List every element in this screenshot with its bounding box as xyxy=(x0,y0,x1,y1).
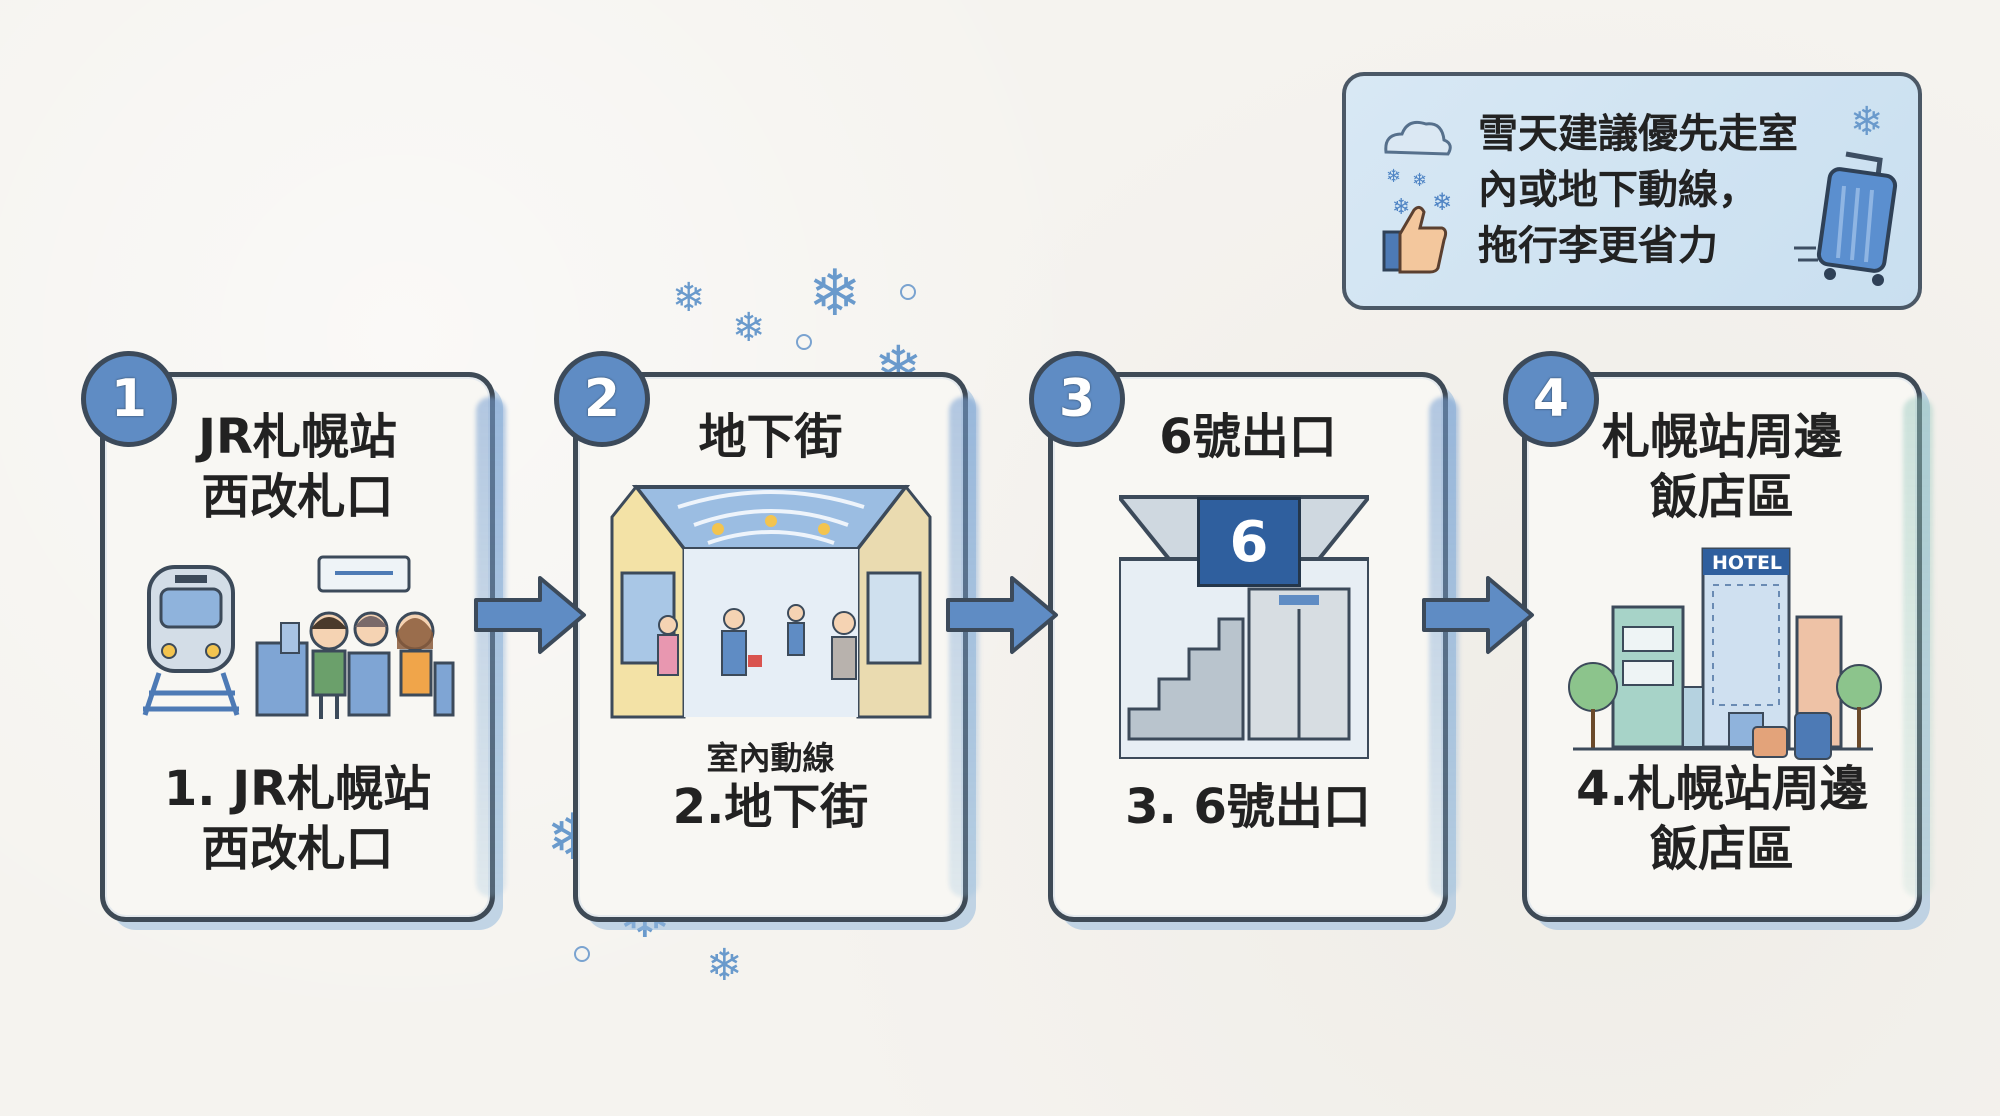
arrow-right-icon xyxy=(946,576,1058,654)
step-card-underground-mall: 2 地下街 室內動線 2.地下街 xyxy=(554,351,979,922)
arrow-right-icon xyxy=(1422,576,1534,654)
train-gate-illustration xyxy=(142,555,455,719)
step-title: 札幌站周邊 飯店區 xyxy=(1601,409,1842,525)
step-number-badge: 3 xyxy=(1029,351,1125,447)
snow-tip-text: 雪天建議優先走室 內或地下動線， 拖行李更省力 xyxy=(1478,111,1798,269)
step-title: 地下街 xyxy=(698,409,843,465)
thumbs-up-icon xyxy=(1382,205,1448,274)
hotel-buildings-illustration xyxy=(1568,547,1882,760)
watercolor-wash xyxy=(1429,397,1459,897)
snow-dot xyxy=(574,946,590,962)
step-card-exit-6: 3 6號出口 6 3. 6號出口 xyxy=(1029,351,1459,922)
snow-tip-box: ❄ ❄ ❄ ❄ 雪天建議優先走室 內或地下動線， 拖行李更省力 ❄ xyxy=(1342,72,1922,310)
watercolor-wash xyxy=(1903,397,1933,897)
step-card-hotel-area: 4 札幌站周邊 飯店區 HOTEL 4.札幌站周邊 飯店區 xyxy=(1503,351,1933,922)
hotel-sign: HOTEL xyxy=(1711,552,1783,574)
snowflake-icon: ❄ xyxy=(672,275,706,321)
cloud-icon: ❄ ❄ ❄ ❄ xyxy=(1384,120,1452,220)
exit-number-sign: 6 xyxy=(1197,497,1301,587)
svg-text:❄: ❄ xyxy=(1432,188,1452,216)
exit-stairs-elevator-illustration xyxy=(1119,495,1369,759)
step-caption: 1. JR札幌站 西改札口 xyxy=(163,761,432,877)
underground-mall-illustration xyxy=(610,484,932,719)
step-title: JR札幌站 西改札口 xyxy=(198,409,397,525)
step-number-badge: 1 xyxy=(81,351,177,447)
luggage-icon xyxy=(1794,151,1898,286)
svg-text:❄: ❄ xyxy=(1412,170,1427,191)
watercolor-wash xyxy=(949,397,979,897)
watercolor-wash xyxy=(476,397,506,897)
arrow-right-icon xyxy=(474,576,586,654)
svg-text:❄: ❄ xyxy=(1392,195,1410,220)
svg-text:❄: ❄ xyxy=(1386,166,1401,187)
snow-dot xyxy=(900,284,916,300)
step-title: 6號出口 xyxy=(1159,409,1337,465)
snowflake-icon: ❄ xyxy=(1850,99,1884,145)
snow-dot xyxy=(796,334,812,350)
step-card-jr-sapporo-west-gate: 1 JR札幌站 西改札口 1. JR札幌站 西改札口 xyxy=(81,351,506,922)
indoor-route-label: 室內動線 xyxy=(706,739,835,777)
snowflake-icon: ❄ xyxy=(706,940,743,991)
snowflake-icon: ❄ xyxy=(808,257,862,331)
step-number-badge: 2 xyxy=(554,351,650,447)
step-caption: 2.地下街 xyxy=(672,779,869,835)
step-caption: 3. 6號出口 xyxy=(1125,779,1371,835)
step-number-badge: 4 xyxy=(1503,351,1599,447)
snowflake-icon: ❄ xyxy=(732,305,766,351)
step-caption: 4.札幌站周邊 飯店區 xyxy=(1576,761,1868,877)
